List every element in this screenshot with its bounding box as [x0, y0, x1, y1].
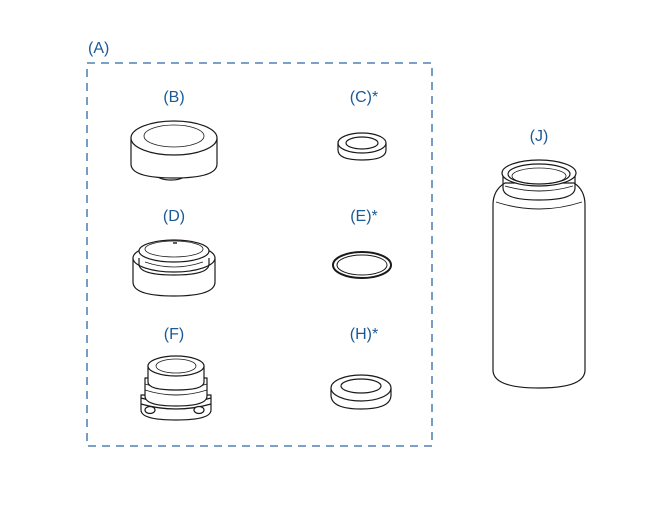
- part-c-gasket: [337, 132, 387, 161]
- label-j: (J): [530, 128, 549, 145]
- part-j-bottle: [492, 159, 586, 389]
- part-h-seal: [330, 374, 392, 410]
- part-e-oring: [332, 251, 392, 279]
- label-e: (E)*: [350, 208, 378, 225]
- label-d: (D): [163, 208, 185, 225]
- label-b: (B): [163, 89, 184, 106]
- part-b-cap: [130, 120, 218, 181]
- group-a-border: [86, 62, 433, 447]
- label-c: (C)*: [350, 89, 378, 106]
- label-f: (F): [164, 326, 184, 343]
- part-f-plug: [140, 355, 212, 421]
- part-d-collar: [132, 239, 216, 297]
- label-h: (H)*: [350, 326, 378, 343]
- label-a: (A): [88, 40, 109, 57]
